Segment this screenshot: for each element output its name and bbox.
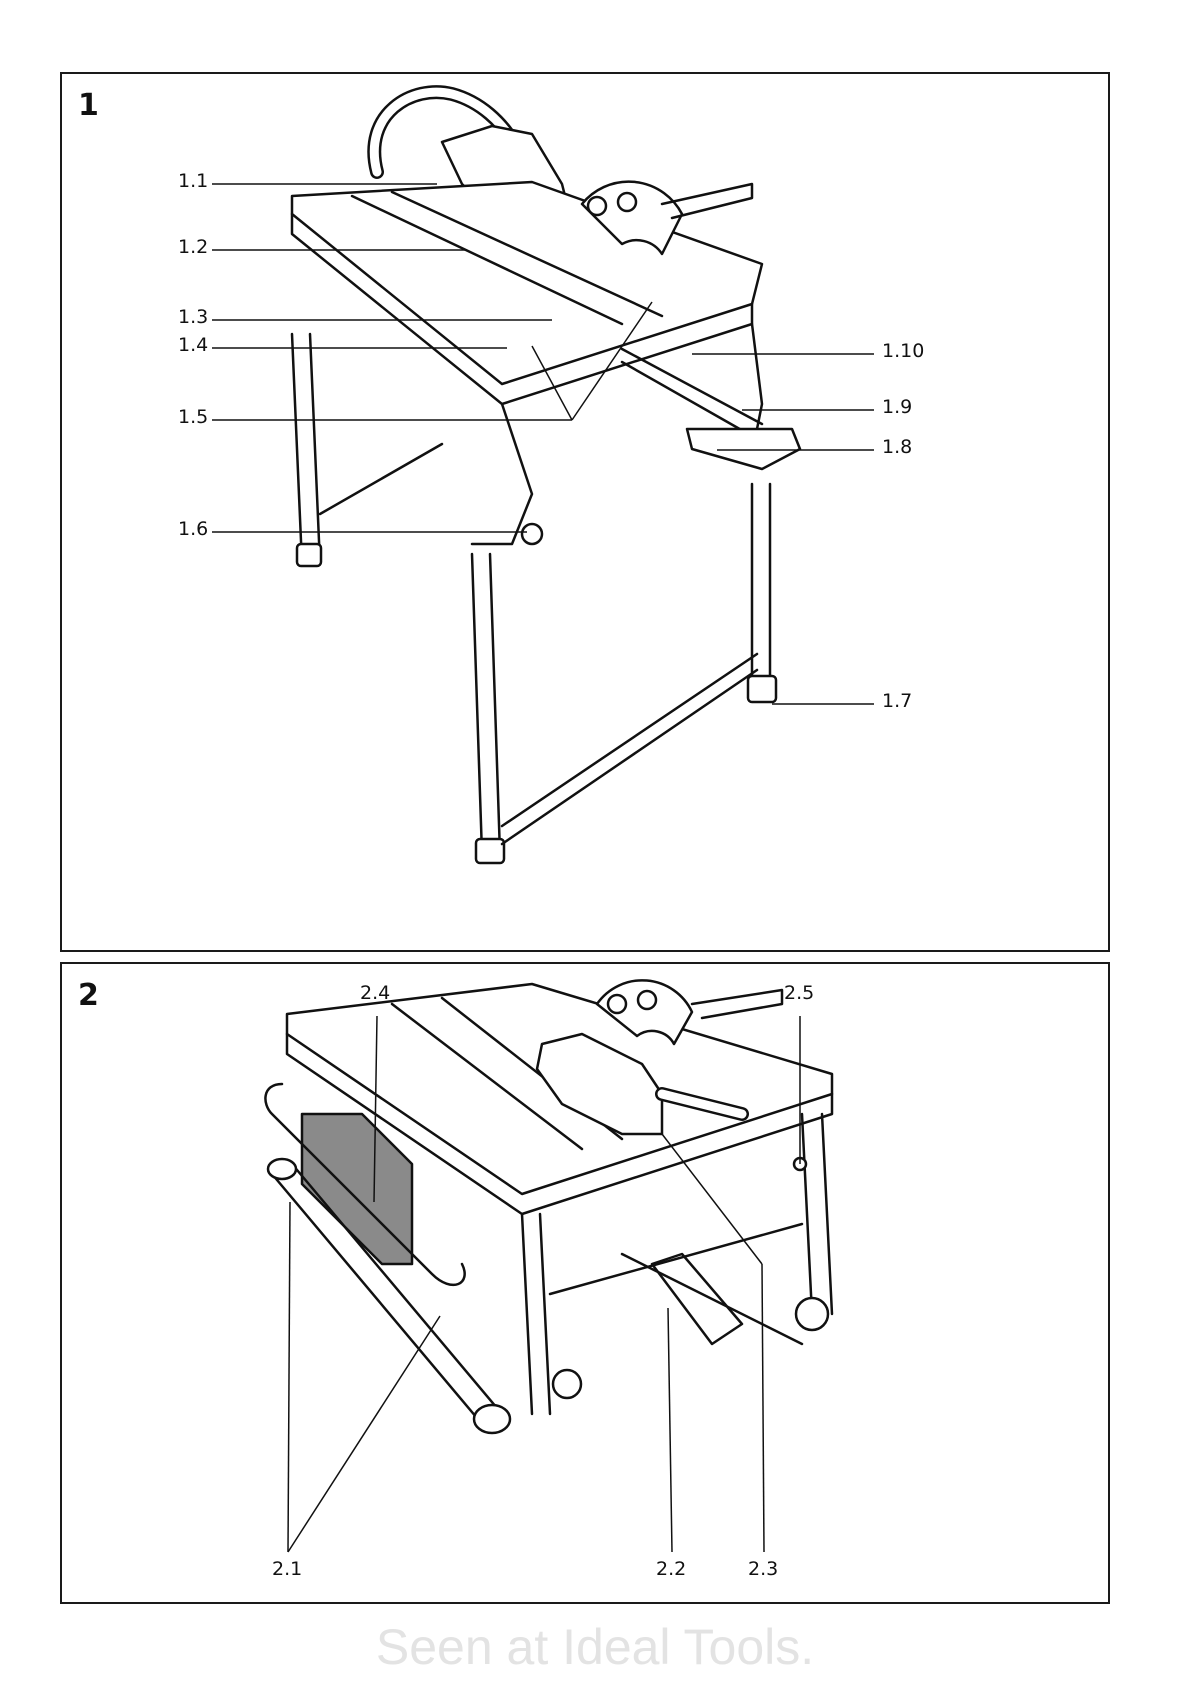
callout-1-4: 1.4 <box>178 334 208 356</box>
callout-1-8: 1.8 <box>882 436 912 458</box>
callout-1-9: 1.9 <box>882 396 912 418</box>
callout-1-1: 1.1 <box>178 170 208 192</box>
figure-1-panel: 1 <box>60 72 1110 952</box>
callout-2-3: 2.3 <box>748 1558 778 1580</box>
figure-1-leader-lines <box>62 74 1108 950</box>
figure-2-leader-lines <box>62 964 1108 1602</box>
figure-2-panel: 2 <box>60 962 1110 1604</box>
callout-1-3: 1.3 <box>178 306 208 328</box>
callout-2-1: 2.1 <box>272 1558 302 1580</box>
callout-2-2: 2.2 <box>656 1558 686 1580</box>
callout-2-4: 2.4 <box>360 982 390 1004</box>
callout-1-2: 1.2 <box>178 236 208 258</box>
callout-1-10: 1.10 <box>882 340 924 362</box>
callout-1-7: 1.7 <box>882 690 912 712</box>
callout-2-5: 2.5 <box>784 982 814 1004</box>
watermark-text: Seen at Ideal Tools. <box>0 1618 1190 1676</box>
callout-1-6: 1.6 <box>178 518 208 540</box>
callout-1-5: 1.5 <box>178 406 208 428</box>
